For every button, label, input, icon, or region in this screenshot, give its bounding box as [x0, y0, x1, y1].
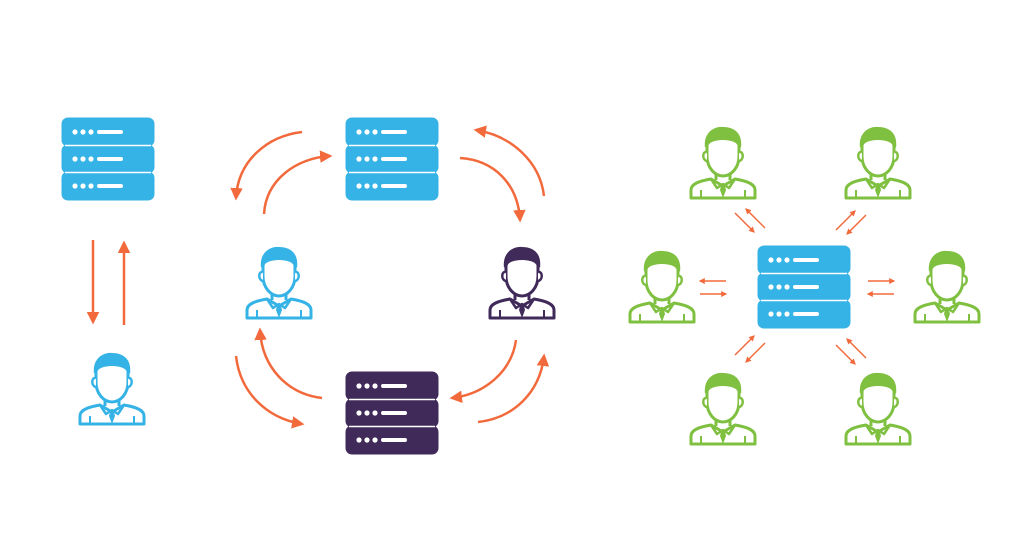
client-server-diagram: [62, 118, 154, 426]
user-icon: [689, 125, 757, 200]
curved-arrow: [477, 353, 550, 424]
server-icon: [346, 118, 438, 200]
star-arrows: [698, 208, 896, 365]
server-icon: [346, 372, 438, 454]
user-icon: [913, 249, 981, 324]
server-icon: [758, 246, 850, 328]
curved-arrow: [230, 130, 303, 201]
star-network-diagram: [628, 125, 981, 446]
curved-arrow: [254, 327, 323, 400]
curved-arrow: [473, 125, 546, 197]
curved-arrow: [459, 156, 526, 223]
user-icon: [689, 371, 757, 446]
user-icon: [844, 125, 912, 200]
ring-arrows: [230, 125, 550, 429]
user-icon: [488, 245, 556, 320]
user-icon: [245, 245, 313, 320]
user-icon: [844, 371, 912, 446]
server-icon: [62, 118, 154, 200]
curved-arrow: [449, 339, 518, 404]
user-icon: [628, 249, 696, 324]
ring-network-diagram: [230, 118, 556, 454]
curved-arrow: [262, 150, 333, 215]
user-icon: [78, 351, 146, 426]
curved-arrow: [234, 355, 305, 429]
